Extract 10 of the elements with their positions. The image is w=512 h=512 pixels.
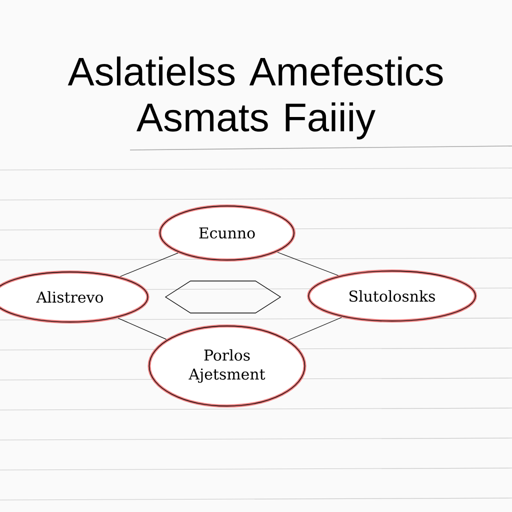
connector-line bbox=[120, 252, 178, 277]
ellipse-node: Alistrevo bbox=[0, 270, 150, 324]
ellipse-node: Slutolosnks bbox=[307, 270, 477, 322]
node-label: Slutolosnks bbox=[350, 290, 435, 302]
title: Aslatielss Amefestics Asmats Faiiiy bbox=[68, 56, 443, 140]
connector-line bbox=[277, 252, 339, 276]
ellipse-node: Porlos Ajetsment bbox=[148, 324, 306, 408]
ellipse-node: Ecunno bbox=[158, 204, 296, 262]
connector-line bbox=[118, 318, 167, 340]
connector-line bbox=[288, 317, 342, 340]
